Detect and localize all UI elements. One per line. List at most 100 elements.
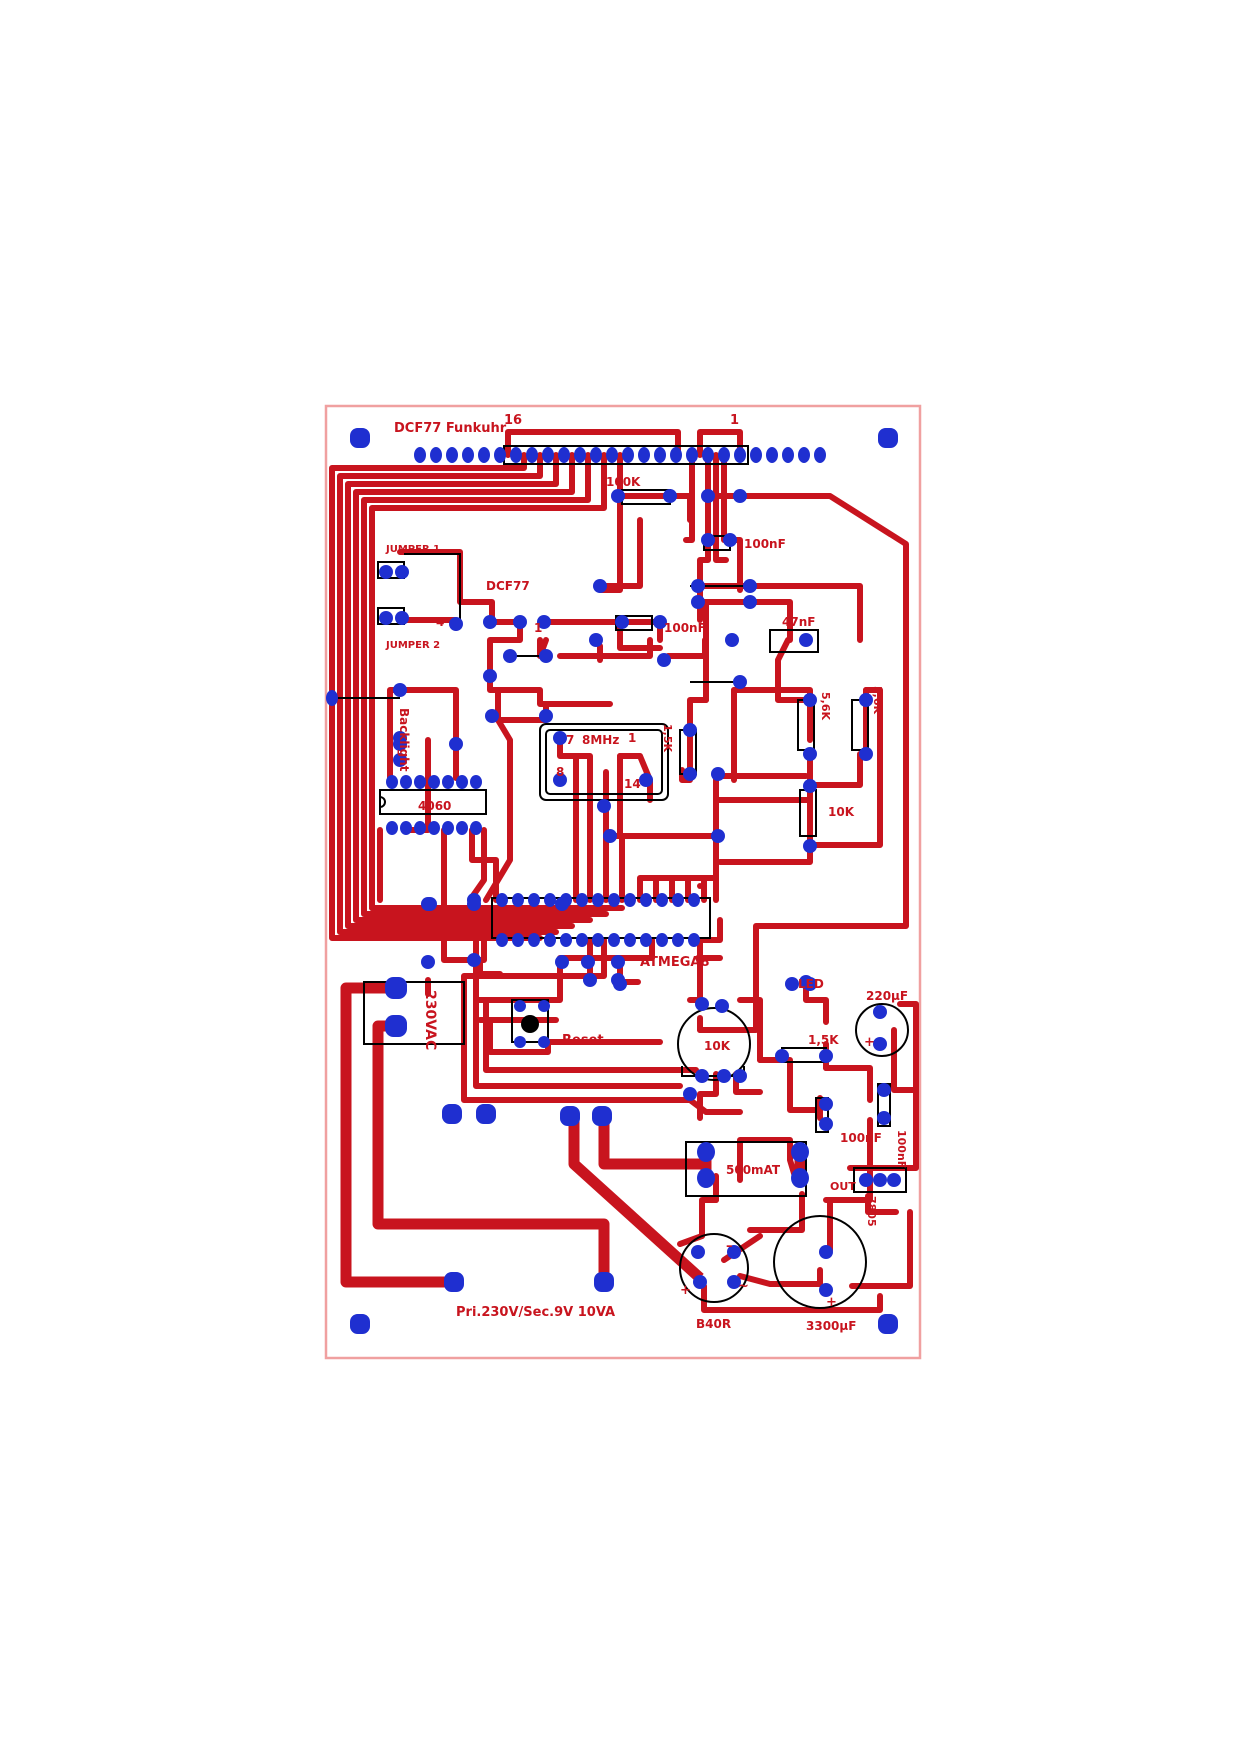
header-pad <box>670 447 682 463</box>
atmega-pin <box>512 893 524 907</box>
pad <box>615 615 629 629</box>
pad <box>683 767 697 781</box>
header-pad <box>414 447 426 463</box>
ic-4060-pin <box>456 775 468 789</box>
pad <box>819 1245 833 1259</box>
ic-4060-pin <box>456 821 468 835</box>
pad <box>819 1097 833 1111</box>
pad <box>555 897 569 911</box>
pad <box>583 973 597 987</box>
label-pin1: 1 <box>534 621 542 635</box>
pad <box>539 649 553 663</box>
pad <box>611 489 625 503</box>
atmega-pin <box>640 893 652 907</box>
pad <box>593 579 607 593</box>
pad <box>877 1111 891 1125</box>
ic-4060-pin <box>470 775 482 789</box>
transformer-pad <box>476 1104 496 1124</box>
label-atmega8: ATMEGA8 <box>640 955 710 970</box>
atmega-pin <box>608 933 620 947</box>
reset-pad <box>538 1000 550 1012</box>
header-pad <box>638 447 650 463</box>
reset-pad <box>514 1036 526 1048</box>
mounting-hole <box>350 428 370 448</box>
pad <box>785 977 799 991</box>
header-pad <box>558 447 570 463</box>
atmega-pin <box>560 933 572 947</box>
label-bridge: B40R <box>696 1317 731 1331</box>
ic-4060-pin <box>386 775 398 789</box>
label-xtal-pin1: 1 <box>628 731 636 745</box>
pad <box>639 773 653 787</box>
atmega-pin <box>576 933 588 947</box>
label-100nf-right: 100nF <box>895 1130 908 1168</box>
ic-4060-pin <box>400 821 412 835</box>
header-pad <box>702 447 714 463</box>
pad <box>597 799 611 813</box>
atmega-pin <box>496 933 508 947</box>
pad <box>873 1037 887 1051</box>
label-47nf: 47nF <box>782 615 815 629</box>
mounting-hole <box>878 428 898 448</box>
atmega-pin <box>640 933 652 947</box>
copper-traces <box>329 429 919 1313</box>
header-pad <box>718 447 730 463</box>
pad <box>483 615 497 629</box>
transformer-pad <box>594 1272 614 1292</box>
pad <box>657 653 671 667</box>
header-pad <box>542 447 554 463</box>
label-led: LED <box>798 977 824 991</box>
pad <box>393 753 407 767</box>
label-minus-bridge: – <box>726 1239 733 1254</box>
header-pad <box>814 447 826 463</box>
board-outline <box>324 404 922 1360</box>
pad <box>819 1049 833 1063</box>
header-pad <box>606 447 618 463</box>
pad <box>663 489 677 503</box>
atmega-pin <box>512 933 524 947</box>
mounting-hole <box>350 1314 370 1334</box>
pad <box>701 533 715 547</box>
header-pad <box>478 447 490 463</box>
label-5k6-b: 5,6K <box>871 686 884 714</box>
pad <box>733 675 747 689</box>
label-transformer: Pri.230V/Sec.9V 10VA <box>456 1305 615 1320</box>
pad <box>711 829 725 843</box>
label-header-title: DCF77 Funkuhr <box>394 421 507 436</box>
label-xtal-pin7: 7 <box>566 733 574 747</box>
label-5k6-a: 5,6K <box>819 692 832 720</box>
atmega-pin <box>688 893 700 907</box>
label-reg-out: OUT <box>830 1180 856 1193</box>
header-pad <box>574 447 586 463</box>
pad <box>467 897 481 911</box>
terminal-pad <box>385 977 407 999</box>
label-1k5-led: 1,5K <box>808 1033 839 1047</box>
pads <box>326 428 901 1334</box>
label-plus-bridge: + <box>680 1283 691 1298</box>
pad <box>449 737 463 751</box>
label-100nf-top: 100nF <box>744 537 786 551</box>
pad <box>449 617 463 631</box>
transformer-pad <box>444 1272 464 1292</box>
ic-4060-pin <box>442 775 454 789</box>
pad <box>693 1275 707 1289</box>
header-pad <box>798 447 810 463</box>
terminal-pad <box>385 1015 407 1037</box>
label-jumper2: JUMPER 2 <box>385 640 440 651</box>
label-100nf-low: 100nF <box>840 1131 882 1145</box>
ic-4060-pin <box>428 775 440 789</box>
header-pad <box>590 447 602 463</box>
pad <box>555 955 569 969</box>
fuse-pad <box>791 1168 809 1188</box>
header-pad <box>430 447 442 463</box>
pad <box>799 975 813 989</box>
pad <box>799 633 813 647</box>
ic-4060-pin <box>414 821 426 835</box>
atmega-pin <box>496 893 508 907</box>
pad <box>395 611 409 625</box>
pad <box>691 1245 705 1259</box>
pad <box>873 1005 887 1019</box>
pad <box>503 649 517 663</box>
pad <box>421 955 435 969</box>
